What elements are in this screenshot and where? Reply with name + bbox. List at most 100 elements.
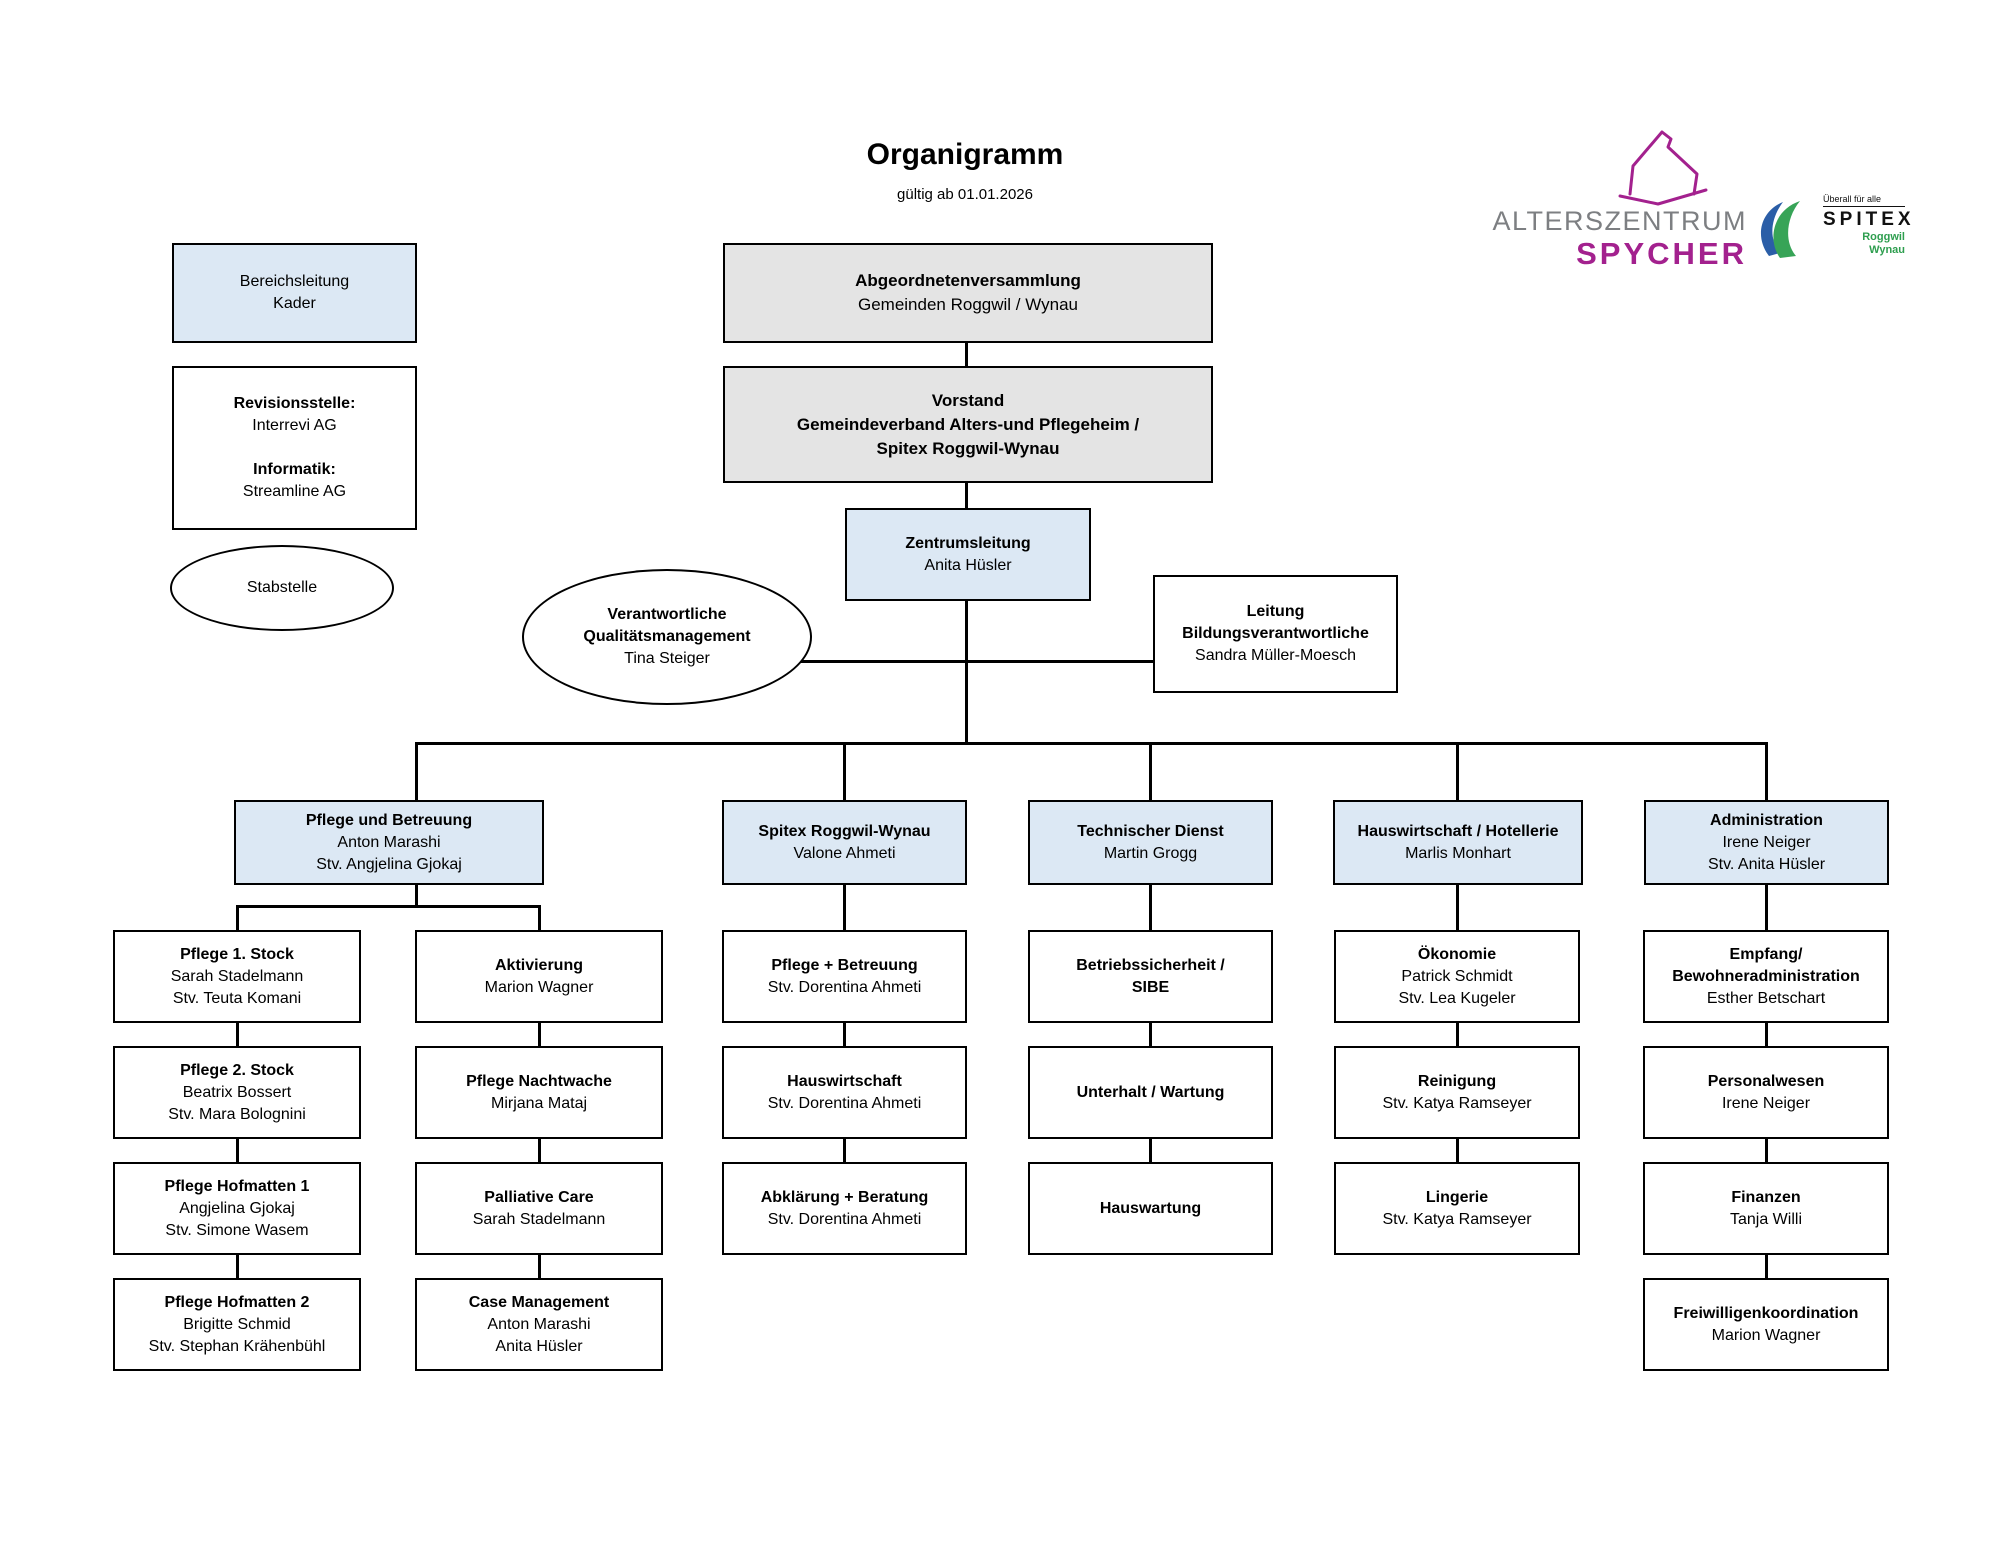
connector-branch-right-drop [538, 905, 541, 932]
node-deputy: Stv. Dorentina Ahmeti [767, 1210, 922, 1228]
node-title: Empfang/ [1729, 945, 1803, 963]
node-title: Administration [1710, 811, 1823, 829]
node-deputy: Stv. Mara Bolognini [168, 1105, 306, 1123]
spitex-place-wynau: Wynau [1869, 244, 1905, 256]
legend-revisionsstelle-informatik: Revisionsstelle: Interrevi AG Informatik… [172, 366, 417, 530]
node-person: Irene Neiger [1722, 833, 1811, 851]
org-node-oekonomie: Ökonomie Patrick Schmidt Stv. Lea Kugele… [1334, 930, 1580, 1023]
node-deputy: Stv. Katya Ramseyer [1382, 1094, 1532, 1112]
node-title: Aktivierung [494, 956, 583, 974]
connector-pflege-branch-stem [415, 883, 418, 908]
node-title: SIBE [1131, 978, 1170, 996]
node-deputy: Stv. Dorentina Ahmeti [767, 978, 922, 996]
node-person: Anita Hüsler [924, 556, 1012, 574]
org-node-pflege-hofmatten-1: Pflege Hofmatten 1 Angjelina Gjokaj Stv.… [113, 1162, 361, 1255]
node-title: Hauswartung [1099, 1199, 1202, 1217]
org-node-hauswartung: Hauswartung [1028, 1162, 1273, 1255]
node-person: Valone Ahmeti [793, 844, 896, 862]
node-person: Beatrix Bossert [182, 1083, 292, 1101]
org-node-palliative-care: Palliative Care Sarah Stadelmann [415, 1162, 663, 1255]
node-title: Hauswirtschaft / Hotellerie [1357, 822, 1559, 840]
node-title: Pflege + Betreuung [771, 956, 918, 974]
legend-bereichsleitung-kader: Bereichsleitung Kader [172, 243, 417, 343]
node-title: Pflege und Betreuung [305, 811, 473, 829]
connector-colD-r2r3 [1149, 1137, 1152, 1164]
connector-colE-head [1456, 883, 1459, 932]
spitex-text-block: Überall für alle SPITEX Roggwil Wynau [1823, 194, 1915, 257]
org-node-aktivierung: Aktivierung Marion Wagner [415, 930, 663, 1023]
node-person: Sandra Müller-Moesch [1195, 647, 1356, 664]
org-node-spitex-roggwil-wynau: Spitex Roggwil-Wynau Valone Ahmeti [722, 800, 967, 885]
org-node-empfang-bewohneradministration: Empfang/ Bewohneradministration Esther B… [1643, 930, 1889, 1023]
connector-drop-technik [1149, 742, 1152, 802]
org-node-administration: Administration Irene Neiger Stv. Anita H… [1644, 800, 1889, 885]
connector-vorstand-zentrumsleitung [965, 481, 968, 510]
spitex-wordmark: SPITEX [1823, 209, 1915, 230]
node-person: Marion Wagner [1711, 1326, 1821, 1344]
node-deputy: Stv. Angjelina Gjokaj [316, 855, 462, 873]
org-node-finanzen: Finanzen Tanja Willi [1643, 1162, 1889, 1255]
org-node-spitex-pflege-betreuung: Pflege + Betreuung Stv. Dorentina Ahmeti [722, 930, 967, 1023]
node-title: Spitex Roggwil-Wynau [758, 822, 931, 840]
node-title: Bewohneradministration [1672, 967, 1860, 985]
node-title: Personalwesen [1707, 1072, 1825, 1090]
legend-line: Stabstelle [246, 579, 318, 596]
spycher-house-icon [1618, 130, 1708, 206]
node-person: Patrick Schmidt [1401, 967, 1513, 985]
node-person: Tina Steiger [624, 650, 710, 667]
node-title: Betriebssicherheit / [1076, 956, 1225, 974]
node-title: Freiwilligenkoordination [1673, 1304, 1859, 1322]
spitex-swoosh-icon [1760, 201, 1800, 258]
org-node-pflege-nachtwache: Pflege Nachtwache Mirjana Mataj [415, 1046, 663, 1139]
node-title: Case Management [468, 1293, 610, 1311]
org-node-hauswirtschaft-hotellerie: Hauswirtschaft / Hotellerie Marlis Monha… [1333, 800, 1583, 885]
node-person: Brigitte Schmid [183, 1315, 291, 1333]
legend-line: Bereichsleitung [239, 273, 350, 290]
connector-drop-administration [1765, 742, 1768, 802]
legend-line: Streamline AG [242, 483, 347, 500]
node-title: Vorstand [931, 390, 1005, 410]
node-deputy: Stv. Anita Hüsler [1707, 855, 1826, 873]
connector-drop-pflege [415, 742, 418, 802]
node-title: Lingerie [1425, 1188, 1489, 1206]
node-person: Esther Betschart [1706, 989, 1826, 1007]
node-title: Pflege Hofmatten 1 [164, 1177, 310, 1195]
connector-pflege-branch-horizontal [236, 905, 541, 908]
connector-drop-spitex [843, 742, 846, 802]
org-node-spitex-hauswirtschaft: Hauswirtschaft Stv. Dorentina Ahmeti [722, 1046, 967, 1139]
node-deputy: Stv. Dorentina Ahmeti [767, 1094, 922, 1112]
connector-colA-r2r3 [236, 1137, 239, 1164]
connector-colD-head [1149, 883, 1152, 932]
org-node-abgeordnetenversammlung: Abgeordnetenversammlung Gemeinden Roggwi… [723, 243, 1213, 343]
org-node-zentrumsleitung: Zentrumsleitung Anita Hüsler [845, 508, 1091, 601]
node-person: Mirjana Mataj [490, 1094, 588, 1112]
org-node-qualitaetsmanagement: Verantwortliche Qualitätsmanagement Tina… [522, 569, 812, 705]
node-title: Pflege Hofmatten 2 [164, 1293, 310, 1311]
legend-line: Interrevi AG [252, 417, 337, 434]
connector-colE-r1r2 [1456, 1021, 1459, 1048]
org-node-case-management: Case Management Anton Marashi Anita Hüsl… [415, 1278, 663, 1371]
org-node-technischer-dienst: Technischer Dienst Martin Grogg [1028, 800, 1273, 885]
connector-colA-r3r4 [236, 1253, 239, 1280]
node-subtitle: Gemeindeverband Alters-und Pflegeheim / [796, 414, 1140, 434]
org-node-reinigung: Reinigung Stv. Katya Ramseyer [1334, 1046, 1580, 1139]
connector-colF-r1r2 [1765, 1021, 1768, 1048]
connector-assembly-vorstand [965, 343, 968, 368]
node-title: Verantwortliche [607, 606, 727, 623]
node-person: Marion Wagner [484, 978, 594, 996]
node-title: Finanzen [1731, 1188, 1801, 1206]
legend-line: Kader [273, 295, 316, 312]
node-title: Abgeordnetenversammlung [855, 271, 1081, 290]
spitex-tagline: Überall für alle [1823, 194, 1905, 207]
legend-line: Informatik: [253, 461, 336, 478]
node-deputy: Stv. Teuta Komani [172, 989, 302, 1007]
node-title: Unterhalt / Wartung [1076, 1083, 1225, 1101]
node-person: Martin Grogg [1103, 844, 1198, 862]
node-title: Reinigung [1417, 1072, 1497, 1090]
connector-colD-r1r2 [1149, 1021, 1152, 1048]
node-deputy: Stv. Stephan Krähenbühl [148, 1337, 326, 1355]
node-person: Irene Neiger [1721, 1094, 1811, 1112]
node-person: Anton Marashi [487, 1315, 591, 1333]
connector-colF-r3r4 [1765, 1253, 1768, 1280]
connector-colC-head [843, 883, 846, 932]
